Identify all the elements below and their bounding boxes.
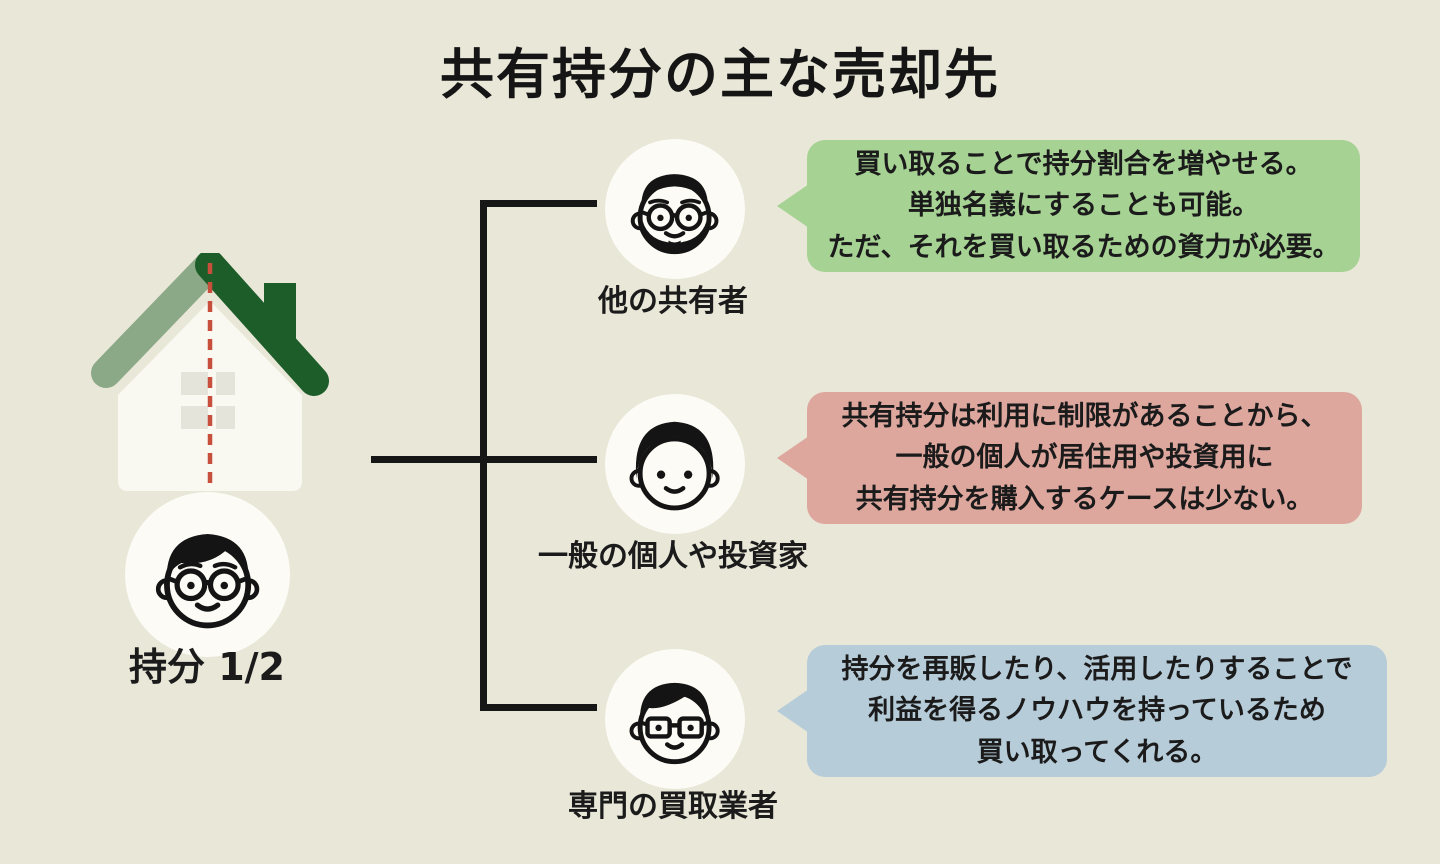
bubble-text-line: 買い取ることで持分割合を増やせる。 [854, 149, 1313, 181]
bubble-text-line: 持分を再販したり、活用したりすることで [841, 654, 1353, 686]
bubble-tail-icon [777, 436, 809, 480]
connector-vertical-line [480, 200, 487, 711]
man-round-face-icon [629, 422, 721, 511]
page-title: 共有持分の主な売却先 [440, 43, 1000, 106]
co-owner-label: 他の共有者 [598, 284, 748, 319]
individual-investor-avatar [605, 394, 745, 534]
connector-branch-top-line [480, 200, 597, 207]
individual-investor-label: 一般の個人や投資家 [538, 539, 808, 574]
connector-branch-bottom-line [480, 704, 597, 711]
buyback-company-label: 専門の買取業者 [568, 789, 778, 824]
man-glasses-icon [155, 533, 260, 629]
man-glasses-beard-icon [631, 174, 719, 255]
co-owner-avatar [605, 139, 745, 279]
house-icon [70, 253, 360, 515]
owner-share-label: 持分 1/2 [129, 645, 285, 689]
bubble-text-line: 共有持分は利用に制限があることから、 [841, 401, 1328, 433]
buyback-company-bubble: 持分を再販したり、活用したりすることで 利益を得るノウハウを持っているため 買い… [777, 645, 1387, 777]
bubble-text-line: 単独名義にすることも可能。 [907, 190, 1260, 222]
owner-avatar [125, 492, 290, 657]
bubble-tail-icon [777, 689, 809, 733]
co-owner-bubble: 買い取ることで持分割合を増やせる。 単独名義にすることも可能。 ただ、それを買い… [777, 140, 1360, 272]
man-square-glasses-icon [629, 683, 721, 765]
buyback-company-avatar [605, 649, 745, 789]
bubble-text-line: 利益を得るノウハウを持っているため [868, 695, 1326, 727]
bubble-text-line: 共有持分を購入するケースは少ない。 [855, 483, 1314, 515]
bubble-text-line: 買い取ってくれる。 [976, 736, 1218, 768]
bubble-text-line: 一般の個人が居住用や投資用に [895, 442, 1274, 474]
bubble-text-line: ただ、それを買い取るための資力が必要。 [827, 231, 1340, 263]
individual-investor-bubble: 共有持分は利用に制限があることから、 一般の個人が居住用や投資用に 共有持分を購… [777, 392, 1362, 524]
bubble-tail-icon [777, 184, 809, 228]
